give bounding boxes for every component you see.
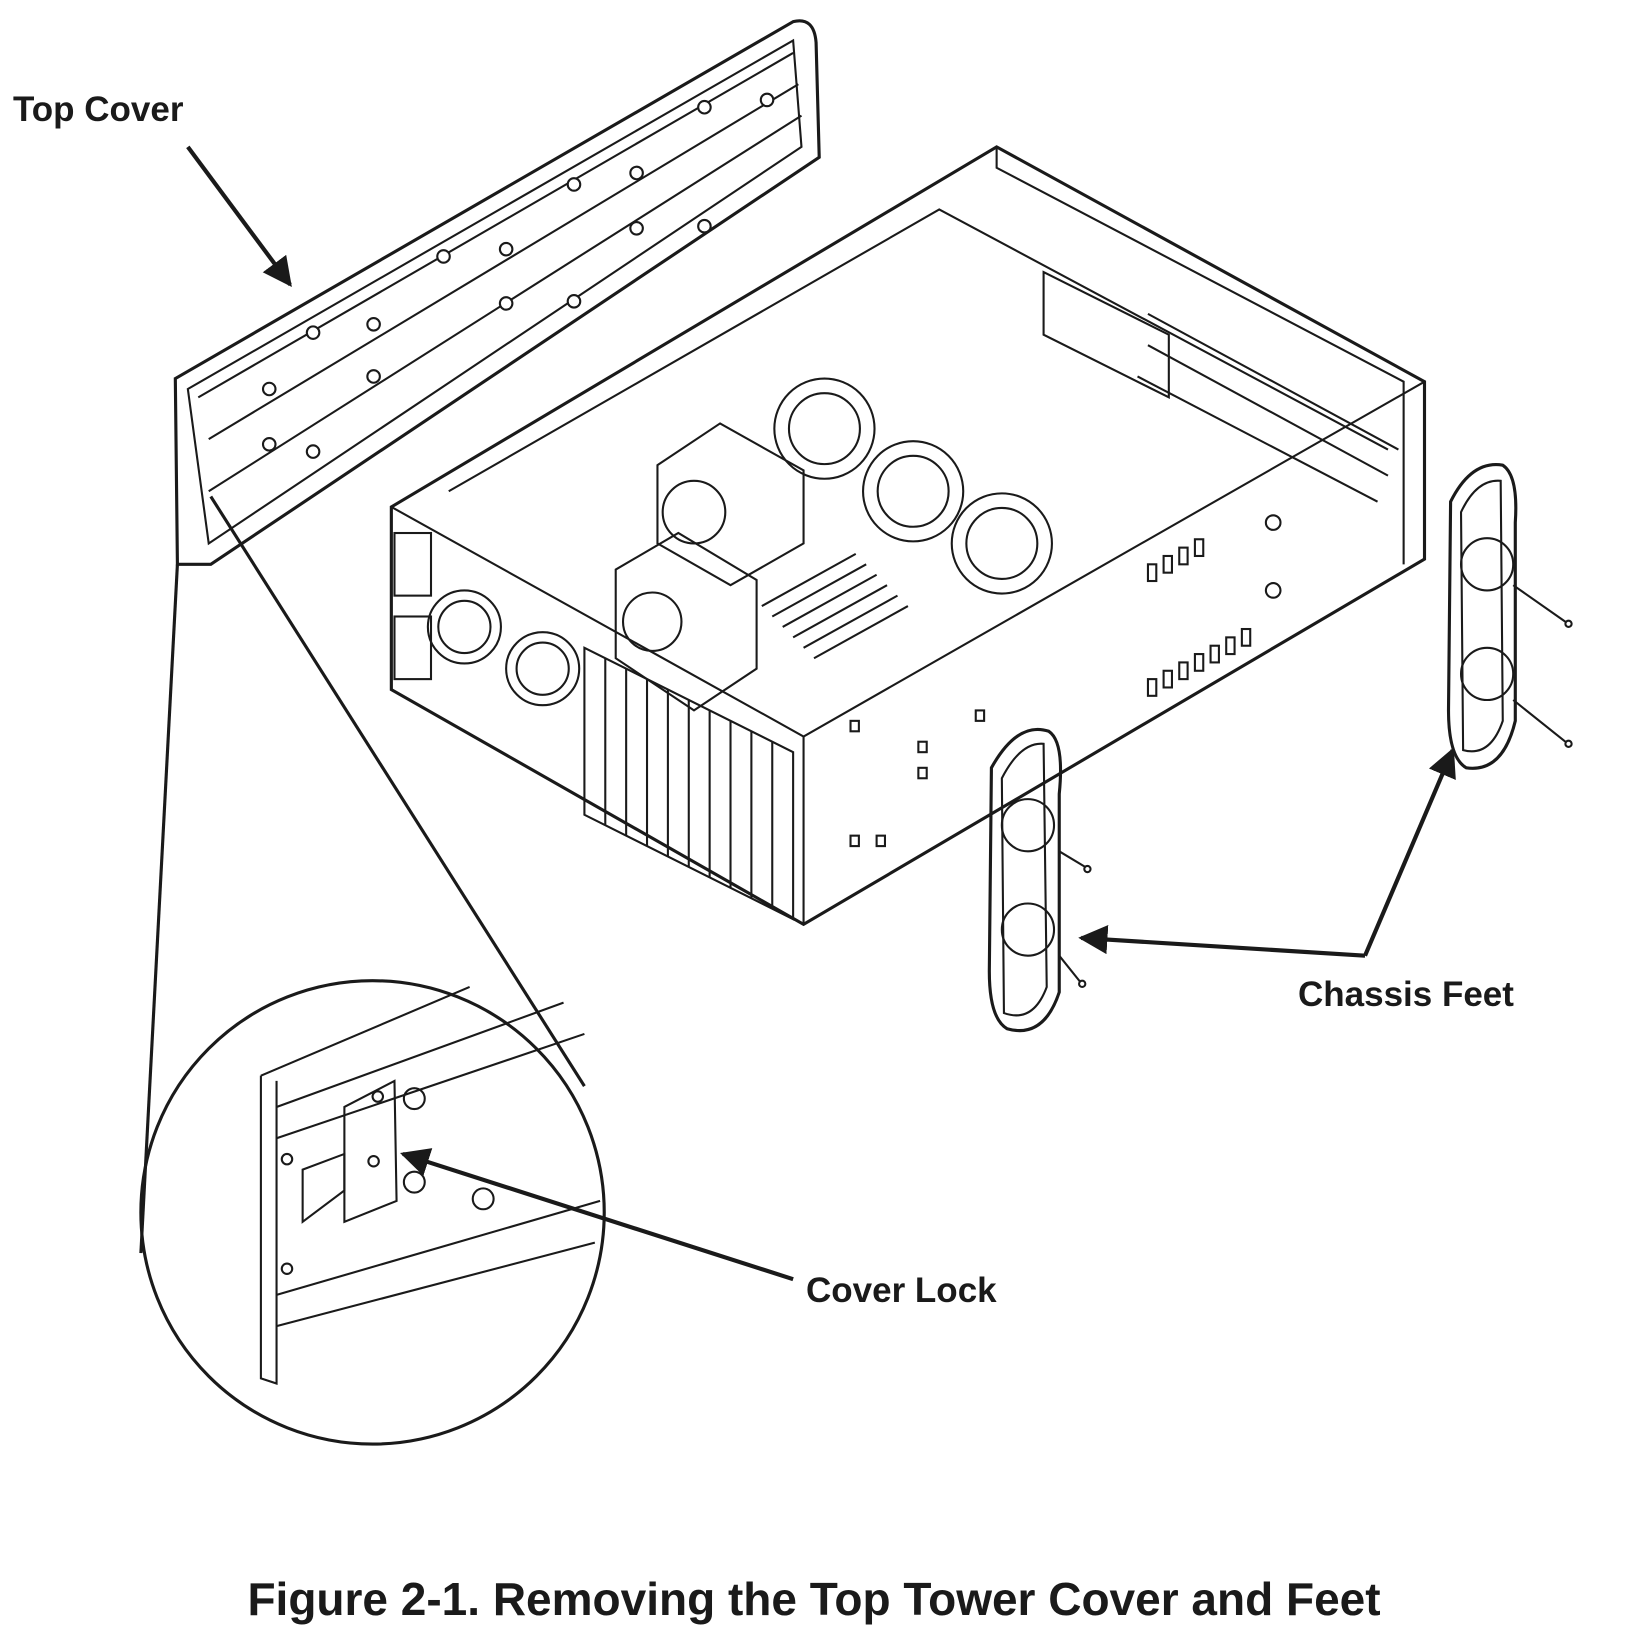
chassis-feet-arrow-2 xyxy=(1363,747,1456,957)
top-cover-panel xyxy=(173,19,821,566)
chassis-feet-arrow xyxy=(1078,924,1366,958)
cover-lock-arrow xyxy=(400,1148,794,1282)
figure-caption: Figure 2-1. Removing the Top Tower Cover… xyxy=(247,1573,1381,1625)
chassis-foot-front xyxy=(987,727,1092,1033)
top-cover-label: Top Cover xyxy=(13,90,184,129)
chassis-foot-rear xyxy=(1446,463,1573,770)
pci-slots xyxy=(583,646,795,921)
chassis-body xyxy=(389,145,1427,927)
chassis-feet-label: Chassis Feet xyxy=(1298,975,1514,1014)
cover-lock-label: Cover Lock xyxy=(806,1271,997,1310)
top-cover-arrow xyxy=(186,145,292,287)
magnified-cover-lock-view xyxy=(139,495,606,1446)
